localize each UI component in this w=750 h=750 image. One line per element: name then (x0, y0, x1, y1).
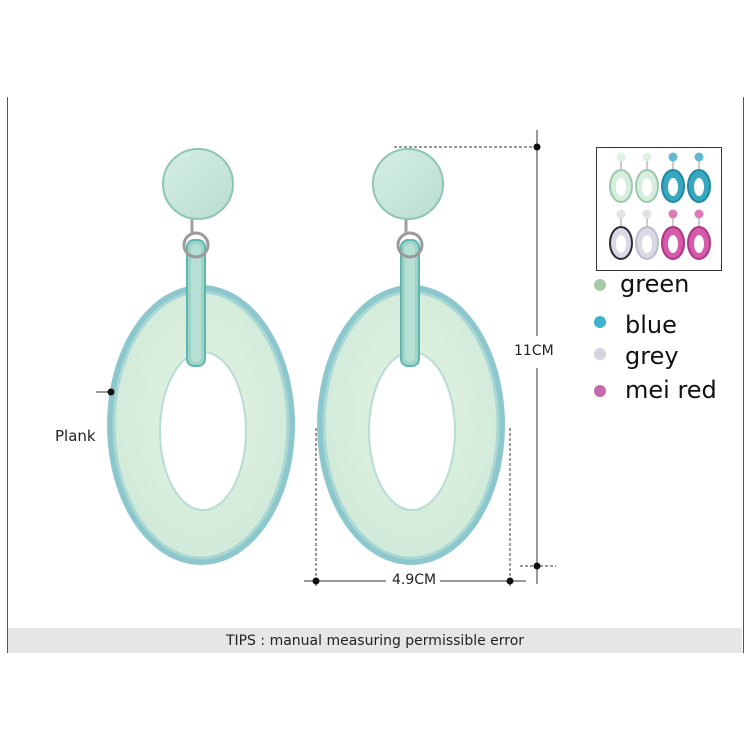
right-ring (317, 285, 505, 565)
left-stud (162, 148, 234, 220)
variant-earring-blue (661, 152, 685, 203)
legend-dot-mei-red (594, 385, 606, 397)
legend-label-mei-red: mei red (625, 376, 717, 404)
tips-text: TIPS : manual measuring permissible erro… (225, 632, 525, 649)
width-label: 4.9CM (392, 572, 437, 588)
variant-earring-green (635, 152, 659, 203)
left-earring (107, 148, 295, 565)
plank-label: Plank (55, 427, 96, 445)
right-earring (317, 148, 505, 565)
variant-grid (609, 152, 711, 260)
height-dimension (394, 130, 556, 584)
right-link (400, 239, 420, 367)
image-frame (7, 97, 744, 653)
legend-dot-grey (594, 348, 606, 360)
color-variants-thumbnail (596, 147, 722, 271)
legend-label-blue: blue (625, 311, 677, 339)
variant-earring-grey (609, 209, 633, 260)
plank-pointer (96, 388, 115, 396)
legend-dot-blue (594, 316, 606, 328)
variant-earring-green (609, 152, 633, 203)
legend-label-grey: grey (625, 342, 679, 370)
variant-earring-mei-red (687, 209, 711, 260)
variant-earring-blue (687, 152, 711, 203)
legend-dot-green (594, 279, 606, 291)
height-label: 11CM (514, 343, 554, 359)
left-ring (107, 285, 295, 565)
tips-bar: TIPS : manual measuring permissible erro… (8, 628, 742, 653)
width-dimension (304, 428, 526, 588)
legend-label-green: green (620, 270, 690, 298)
left-link (186, 239, 206, 367)
variant-earring-mei-red (661, 209, 685, 260)
variant-earring-grey (635, 209, 659, 260)
right-stud (372, 148, 444, 220)
